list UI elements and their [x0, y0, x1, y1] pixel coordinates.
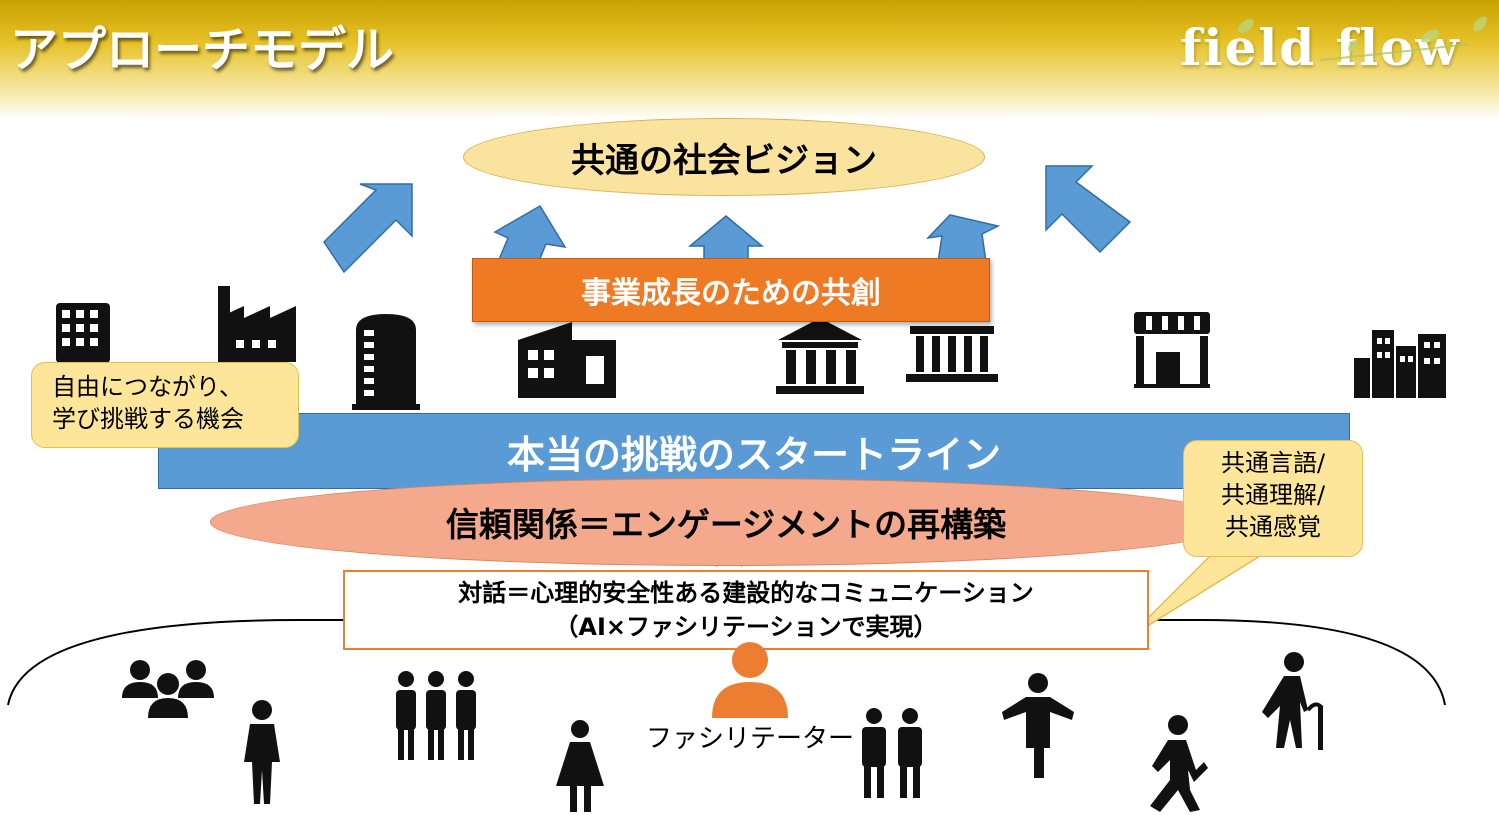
- up-arrow-1: [323, 183, 413, 274]
- elderly-person-icon: [1262, 652, 1324, 750]
- city-buildings-icon: [1354, 330, 1446, 398]
- person-icon: [556, 720, 604, 812]
- warehouse-icon: [518, 322, 616, 398]
- callout-right-line-3: 共通感覚: [1225, 513, 1321, 541]
- walking-person-icon: [1150, 715, 1208, 812]
- factory-icon: [218, 286, 296, 362]
- government-building-icon: [906, 326, 998, 382]
- callout-left-line-2: 学び挑戦する機会: [52, 405, 244, 433]
- people-group-icon: [396, 671, 476, 760]
- callout-common-language: 共通言語/ 共通理解/ 共通感覚: [1183, 440, 1363, 557]
- office-building-icon: [56, 303, 110, 363]
- person-icon: [1002, 673, 1074, 778]
- person-icon: [244, 700, 280, 804]
- bank-icon: [776, 318, 864, 394]
- page-title: アプローチモデル: [10, 22, 395, 78]
- dialog-line-2: （AI×ファシリテーションで実現）: [554, 613, 938, 641]
- callout-right-line-1: 共通言語/: [1220, 449, 1326, 477]
- up-arrow-4: [925, 214, 1001, 263]
- trust-engagement-ellipse: 信頼関係＝エンゲージメントの再構築: [210, 478, 1242, 566]
- store-icon: [1134, 312, 1210, 388]
- facilitator-label: ファシリテーター: [646, 724, 855, 754]
- dialog-line-1: 対話＝心理的安全性ある建設的なコミュニケーション: [458, 579, 1034, 607]
- facilitator-icon: [712, 642, 788, 718]
- up-arrow-5: [1045, 165, 1132, 254]
- shared-social-vision: 共通の社会ビジョン: [463, 118, 985, 196]
- callout-opportunity: 自由につながり、 学び挑戦する機会: [31, 362, 299, 448]
- community-ground-arc: [7, 619, 1446, 706]
- leaf-decoration-icon: [1238, 16, 1487, 61]
- callout-left-line-1: 自由につながり、: [52, 373, 244, 401]
- field-flow-logo: field flow: [1180, 18, 1461, 77]
- people-group-icon: [122, 660, 214, 718]
- callout-right-line-2: 共通理解/: [1220, 481, 1326, 509]
- header-banner: アプローチモデル field flow: [0, 0, 1499, 120]
- co-creation-box: 事業成長のための共創: [472, 258, 990, 322]
- people-group-icon: [862, 708, 922, 798]
- phone-booth-icon: [352, 314, 420, 410]
- start-line-bar: 本当の挑戦のスタートライン: [158, 413, 1350, 489]
- dialog-box: 対話＝心理的安全性ある建設的なコミュニケーション （AI×ファシリテーションで実…: [343, 570, 1149, 650]
